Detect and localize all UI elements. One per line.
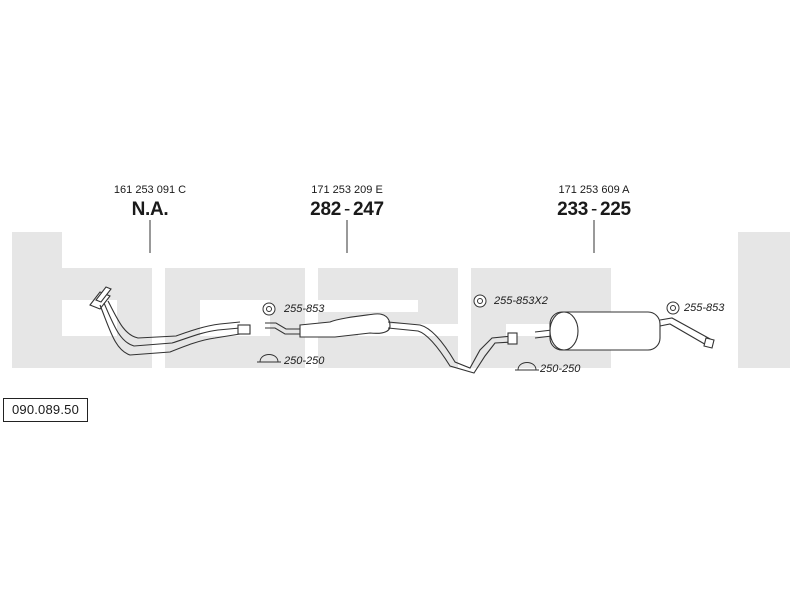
accessory-label: 250-250 [284, 355, 325, 367]
middle-silencer [265, 313, 518, 374]
pipe-clamp-icon [257, 354, 281, 363]
part-code-rear-a: 233 [557, 199, 588, 220]
part-code-front: N.A. [131, 199, 169, 220]
gasket-ring-icon [262, 302, 276, 316]
accessory-label: 255-853X2 [494, 295, 548, 307]
front-pipe [89, 286, 251, 356]
accessory-label: 255-853 [684, 302, 725, 314]
part-code-middle-a: 282 [310, 199, 341, 220]
part-code-middle-b: 247 [353, 199, 384, 220]
part-code-rear: 233-225 [557, 199, 631, 220]
accessory-label: 250-250 [540, 363, 581, 375]
gasket-ring-icon [473, 294, 487, 308]
part-code-middle: 282-247 [310, 199, 384, 220]
part-number-middle: 171 253 209 E [311, 184, 383, 196]
pipe-clamp-icon [515, 362, 539, 371]
part-number-rear: 171 253 609 A [558, 184, 630, 196]
part-code-rear-b: 225 [600, 199, 631, 220]
accessory-label: 255-853 [284, 303, 325, 315]
watermark-logo [12, 232, 790, 368]
rear-silencer [534, 311, 715, 351]
part-number-front: 161 253 091 C [113, 184, 187, 196]
reference-number: 090.089.50 [3, 398, 88, 422]
gasket-ring-icon [666, 301, 680, 315]
